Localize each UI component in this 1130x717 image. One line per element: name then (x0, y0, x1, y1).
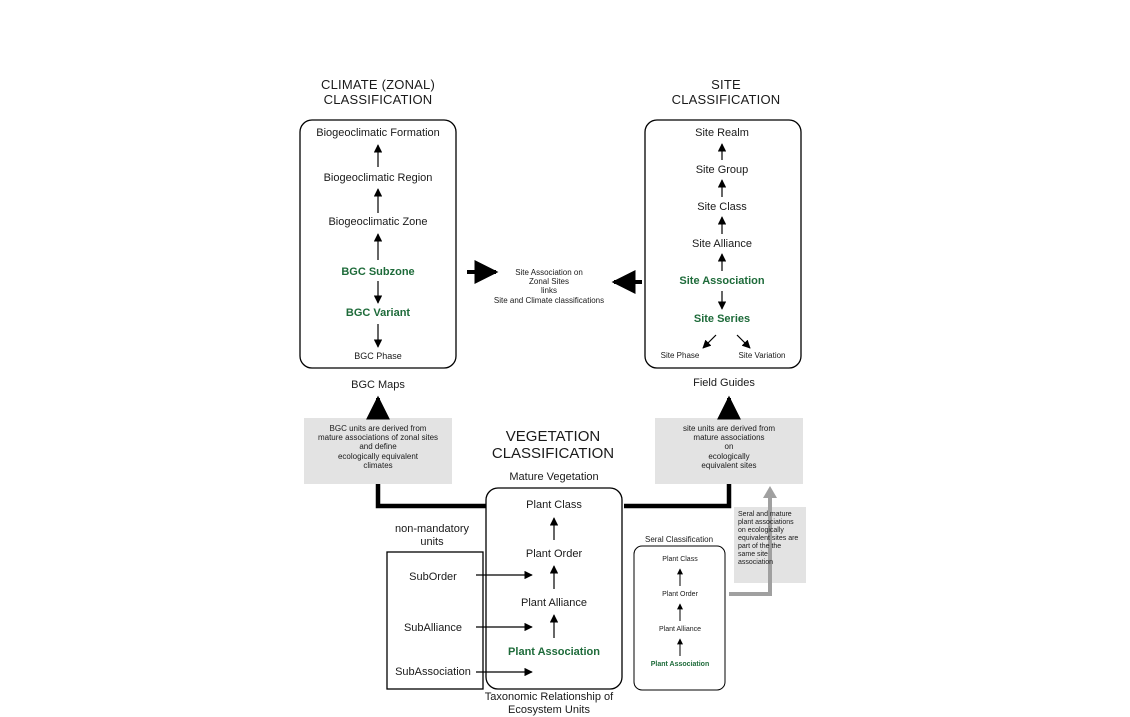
site-branch-phase: Site Phase (660, 351, 700, 360)
site-level-group: Site Group (695, 164, 749, 176)
climate-box (299, 119, 457, 369)
nonmandatory-subassociation: SubAssociation (395, 666, 471, 678)
climate-level-variant: BGC Variant (345, 307, 411, 319)
veg-level-order: Plant Order (525, 548, 583, 560)
site-box (644, 119, 802, 369)
climate-level-region: Biogeoclimatic Region (323, 172, 433, 184)
field-guides-label: Field Guides (693, 377, 755, 389)
gray-arrowhead (763, 486, 777, 498)
connector-seral-to-site-note (729, 496, 772, 596)
climate-level-zone: Biogeoclimatic Zone (328, 216, 428, 228)
vegetation-title: VEGETATION CLASSIFICATION (491, 428, 615, 463)
climate-level-subzone: BGC Subzone (341, 266, 415, 278)
site-level-alliance: Site Alliance (692, 238, 752, 250)
connector-vegetation-to-climate (375, 484, 486, 509)
center-link-text: Site Association on Zonal Sites links Si… (493, 268, 605, 305)
arrow-series-to-phase (702, 334, 717, 349)
site-note-panel (655, 418, 803, 484)
arrow-series-to-variation (736, 334, 751, 349)
climate-note-panel (304, 418, 452, 484)
site-level-association: Site Association (679, 275, 765, 287)
seral-level-alliance: Plant Alliance (658, 626, 702, 633)
site-title: SITE CLASSIFICATION (671, 77, 781, 107)
seral-box (633, 545, 726, 691)
veg-level-class: Plant Class (526, 499, 582, 511)
climate-note: BGC units are derived from mature associ… (317, 424, 439, 470)
site-branch-variation: Site Variation (738, 351, 786, 360)
climate-level-formation: Biogeoclimatic Formation (316, 127, 440, 139)
vegetation-subtitle: Mature Vegetation (509, 471, 599, 483)
seral-title: Seral Classification (644, 535, 714, 544)
nonmandatory-title: non-mandatory units (395, 523, 469, 548)
veg-level-association: Plant Association (508, 646, 600, 658)
seral-level-order: Plant Order (662, 591, 698, 598)
bgc-maps-label: BGC Maps (351, 379, 405, 391)
climate-title: CLIMATE (ZONAL) CLASSIFICATION (321, 77, 435, 107)
climate-level-phase: BGC Phase (354, 351, 402, 361)
seral-note: Seral and mature plant associations on e… (738, 511, 799, 567)
site-note: site units are derived from mature assoc… (682, 424, 776, 470)
site-level-realm: Site Realm (695, 127, 749, 139)
vegetation-box (485, 487, 623, 690)
vegetation-caption: Taxonomic Relationship of Ecosystem Unit… (484, 691, 614, 716)
nonmandatory-suborder: SubOrder (409, 571, 457, 583)
site-level-class: Site Class (697, 201, 747, 213)
veg-level-alliance: Plant Alliance (520, 597, 588, 609)
seral-level-class: Plant Class (662, 556, 698, 563)
site-level-series: Site Series (693, 313, 751, 325)
connector-vegetation-to-site (624, 484, 732, 509)
seral-level-association: Plant Association (650, 661, 710, 668)
nonmandatory-box (386, 551, 484, 690)
nonmandatory-suballiance: SubAlliance (403, 622, 463, 634)
